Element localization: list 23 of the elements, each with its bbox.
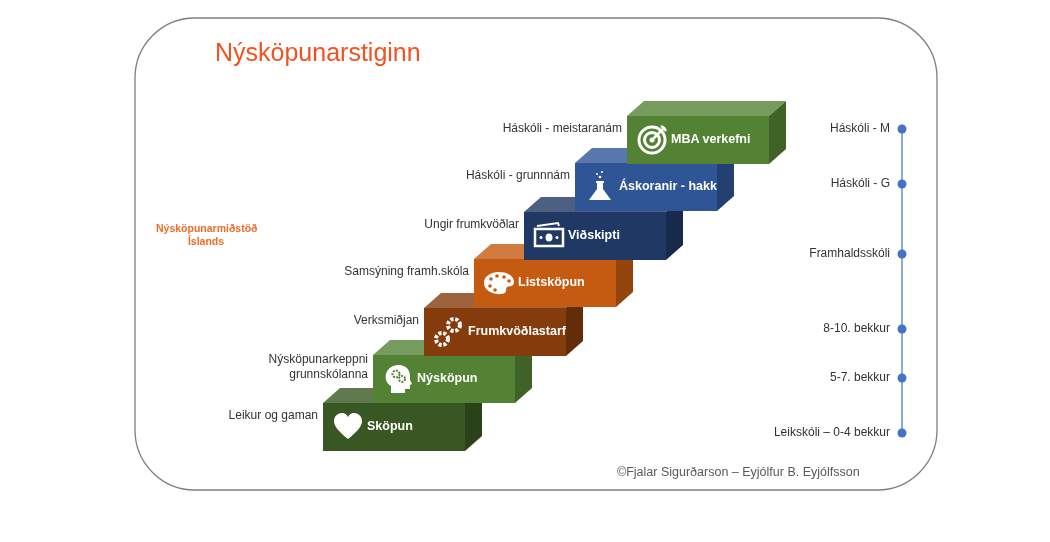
step-caption: Samsýning framh.skóla [343, 263, 469, 279]
step-caption: Háskóli - grunnnám [464, 167, 570, 183]
step-caption: Ungir frumkvöðlar [423, 216, 519, 232]
copyright-note: ©Fjalar Sigurðarson – Eyjólfur B. Eyjólfsson [617, 465, 860, 479]
step-caption: Nýsköpunarkeppni grunnskólanna [267, 352, 368, 382]
timeline-label: 8-10. bekkur [823, 321, 890, 335]
step-caption: Verksmiðjan [352, 312, 419, 328]
step-title: Nýsköpun [417, 371, 478, 385]
step-title: Sköpun [367, 419, 413, 433]
step-title: Áskoranir - hakk [619, 179, 717, 193]
step-caption: Leikur og gaman [227, 407, 318, 423]
timeline-label: Háskóli - G [830, 176, 890, 190]
title: Nýsköpunarstiginn [215, 38, 421, 67]
step-title: MBA verkefni [671, 132, 751, 146]
step-title: Frumkvöðlastarf [468, 324, 566, 338]
timeline-label: 5-7. bekkur [829, 370, 890, 384]
timeline-label: Framhaldsskóli [809, 246, 890, 260]
step-caption: Háskóli - meistaranám [501, 120, 622, 136]
timeline-label: Leikskóli – 0-4 bekkur [773, 425, 890, 439]
step-title: Listsköpun [518, 275, 585, 289]
step-title: Viðskipti [568, 228, 620, 242]
organization-name: Nýsköpunarmiðstöð Íslands [156, 222, 256, 248]
timeline-label: Háskóli - M [830, 121, 890, 135]
